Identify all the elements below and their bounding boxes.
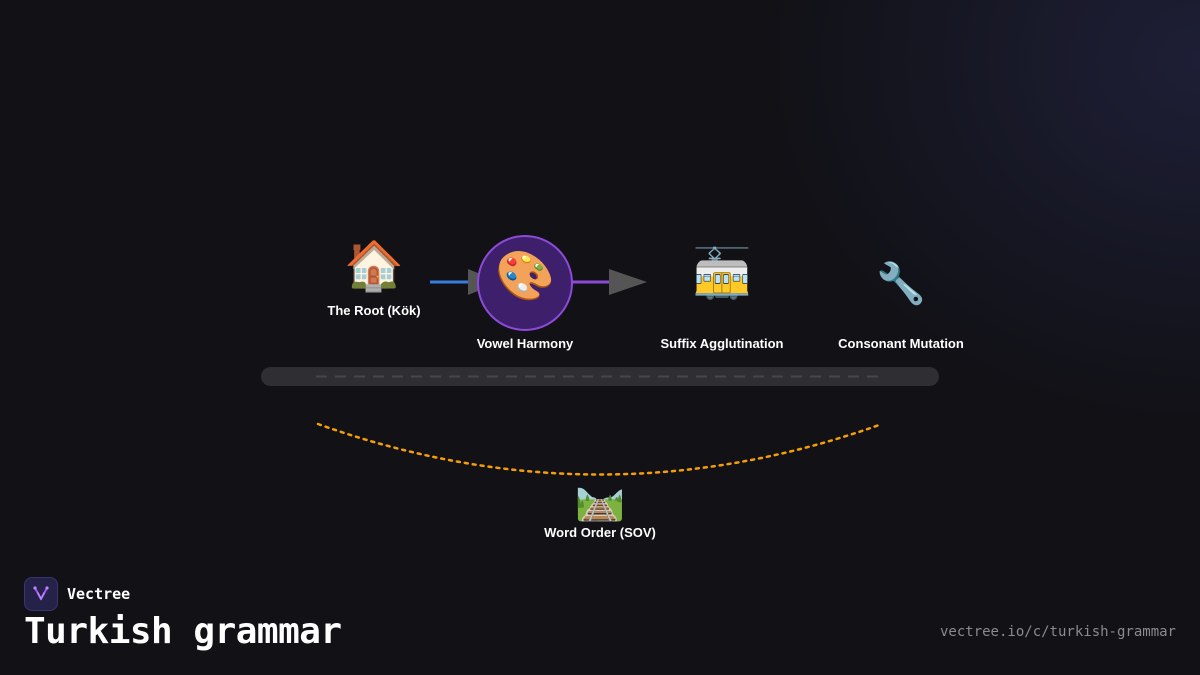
page-title: Turkish grammar: [24, 611, 342, 652]
page-url[interactable]: vectree.io/c/turkish-grammar: [939, 624, 1176, 640]
arrowhead-vowel-suffix: [609, 269, 647, 295]
node-label-root: The Root (Kök): [327, 303, 421, 318]
node-label-consonant-mutation: Consonant Mutation: [838, 336, 964, 351]
vowel-harmony-highlight-circle: [477, 235, 573, 331]
brand-name: Vectree: [67, 585, 131, 603]
word-order-curve: [316, 422, 884, 476]
track-bar: [261, 367, 939, 386]
vectree-logo-icon: [24, 577, 58, 611]
house-icon: 🏠: [344, 238, 404, 294]
palette-icon: 🎨: [495, 248, 555, 304]
wrench-icon: 🔧: [876, 261, 926, 307]
node-label-vowel-harmony: Vowel Harmony: [476, 336, 574, 351]
node-label-word-order: Word Order (SOV): [544, 525, 656, 540]
tram-icon: 🚋: [692, 246, 752, 302]
railway-track-icon: 🛤️: [575, 477, 625, 523]
node-label-suffix-agglutination: Suffix Agglutination: [660, 336, 784, 351]
brand[interactable]: Vectree: [24, 577, 130, 611]
